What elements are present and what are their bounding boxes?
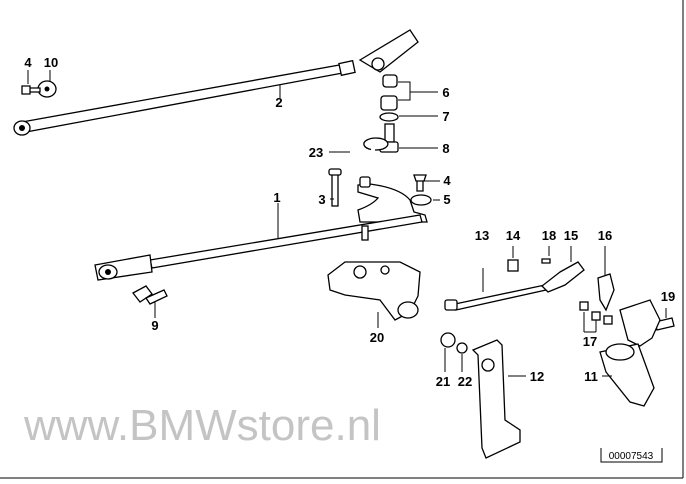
callout-16: 16 bbox=[598, 228, 612, 243]
part-18-screw[interactable] bbox=[541, 258, 551, 264]
part-6-8-bolt-stack[interactable] bbox=[379, 74, 399, 153]
callout-4: 4 bbox=[24, 55, 32, 70]
part-15-lever[interactable] bbox=[541, 261, 585, 293]
part-14-clip[interactable] bbox=[507, 259, 519, 272]
callout-10: 10 bbox=[44, 55, 58, 70]
callout-15: 15 bbox=[564, 228, 578, 243]
part-4-screw[interactable] bbox=[21, 85, 41, 95]
callout-14: 14 bbox=[506, 228, 521, 243]
reference-number: 00007543 bbox=[600, 448, 663, 463]
callout-13: 13 bbox=[475, 228, 489, 243]
callout-12: 12 bbox=[530, 369, 544, 384]
part-20-actuator-motor[interactable] bbox=[327, 261, 421, 321]
callout-labels: 2 4 10 6 7 8 23 3 4 5 1 9 20 13 14 18 15… bbox=[24, 55, 675, 389]
part-23-clip[interactable] bbox=[363, 137, 389, 151]
part-21-nut[interactable] bbox=[440, 332, 456, 348]
part-1-lower-rod[interactable] bbox=[94, 214, 423, 281]
callout-22: 22 bbox=[458, 374, 472, 389]
callout-4b: 4 bbox=[443, 173, 451, 188]
part-3-screw[interactable] bbox=[331, 172, 339, 207]
callout-1: 1 bbox=[273, 190, 280, 205]
callout-2: 2 bbox=[275, 95, 282, 110]
callout-21: 21 bbox=[436, 374, 450, 389]
callout-3: 3 bbox=[318, 192, 325, 207]
part-2-upper-rod[interactable] bbox=[13, 29, 419, 136]
callout-5: 5 bbox=[443, 192, 450, 207]
lever-plate[interactable] bbox=[357, 183, 428, 223]
callout-18: 18 bbox=[542, 228, 556, 243]
callout-6: 6 bbox=[442, 85, 449, 100]
part-22-washer[interactable] bbox=[456, 342, 468, 354]
leader-lines bbox=[27, 70, 667, 377]
reference-number-text: 00007543 bbox=[609, 451, 654, 462]
callout-23: 23 bbox=[309, 145, 323, 160]
callout-19: 19 bbox=[661, 289, 675, 304]
callout-7: 7 bbox=[442, 109, 449, 124]
part-9-bolt[interactable] bbox=[132, 285, 168, 305]
part-12-bracket[interactable] bbox=[471, 339, 521, 459]
part-16-bracket[interactable] bbox=[597, 273, 615, 312]
part-4-screw-small[interactable] bbox=[413, 174, 427, 192]
callout-9: 9 bbox=[151, 318, 158, 333]
part-5-washer[interactable] bbox=[410, 194, 432, 206]
part-13-rod[interactable] bbox=[444, 284, 547, 311]
part-11-motor[interactable] bbox=[599, 299, 661, 407]
callout-8: 8 bbox=[442, 141, 449, 156]
callout-11: 11 bbox=[584, 369, 598, 384]
callout-17: 17 bbox=[583, 334, 597, 349]
callout-20: 20 bbox=[370, 330, 384, 345]
watermark: www.BMWstore.nl bbox=[23, 401, 381, 450]
